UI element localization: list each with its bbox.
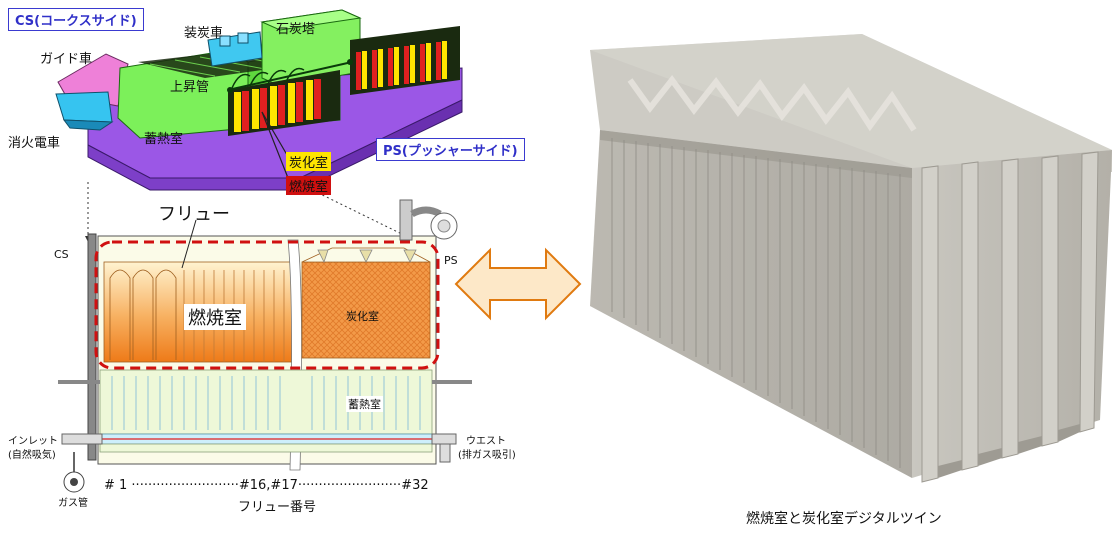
flue-number-caption: フリュー番号	[238, 500, 317, 515]
ps-side-label: PS(プッシャーサイド)	[376, 138, 525, 161]
digital-twin-model	[590, 34, 1112, 483]
coke-oven-battery-illustration	[55, 9, 463, 244]
oven-wall-stripes-right	[356, 41, 447, 90]
double-arrow	[454, 247, 582, 321]
cs-side-label: CS(コークスサイド)	[8, 8, 144, 31]
guide-car-label: ガイド車	[40, 52, 93, 67]
coal-tower-label: 石炭塔	[276, 22, 316, 37]
charging-car-label: 装炭車	[184, 26, 224, 41]
inlet-label: インレット	[8, 436, 58, 447]
flue-label: フリュー	[158, 204, 230, 225]
inlet-sub-label: (自然吸気)	[8, 450, 56, 461]
carbonization-chamber-label-top: 炭化室	[286, 152, 332, 171]
regenerator-label: 蓄熱室	[346, 396, 383, 412]
ps-label: PS	[444, 254, 458, 267]
cs-label: CS	[54, 248, 69, 261]
oven-wall-stripes-front	[234, 79, 321, 132]
flue-number-scale: # 1 ··························#16,#17···…	[104, 478, 429, 493]
quench-car-label: 消火電車	[8, 136, 61, 151]
gas-pipe-label: ガス管	[58, 498, 88, 509]
waste-label: ウエスト	[466, 436, 506, 447]
combustion-chamber-label: 燃焼室	[184, 304, 246, 330]
carbonization-chamber-label: 炭化室	[346, 310, 379, 323]
battery-cross-section	[58, 199, 472, 493]
ascension-pipe-label: 上昇管	[170, 80, 210, 95]
regenerator-label-top: 蓄熱室	[144, 132, 184, 147]
digital-twin-caption: 燃焼室と炭化室デジタルツイン	[746, 511, 942, 527]
combustion-chamber-label-top: 燃焼室	[286, 176, 332, 195]
waste-sub-label: (排ガス吸引)	[458, 450, 516, 461]
